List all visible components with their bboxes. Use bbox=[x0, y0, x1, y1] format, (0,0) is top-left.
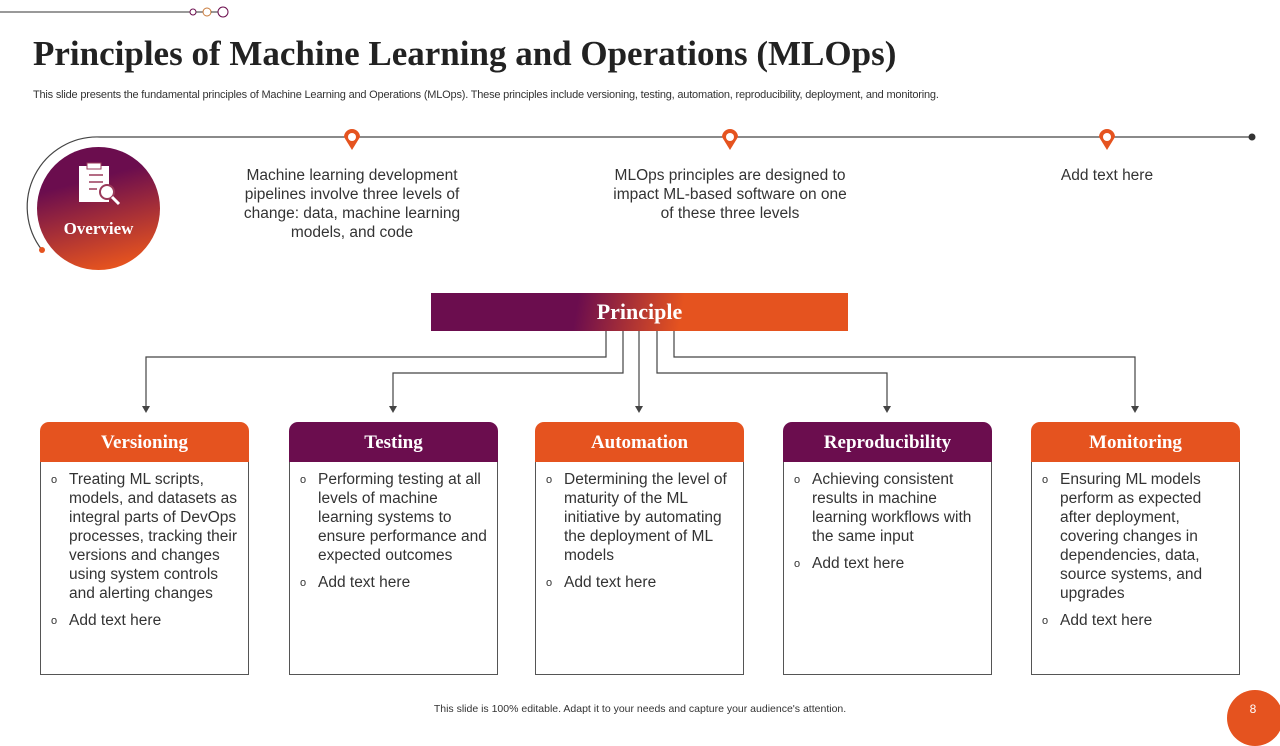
card-body: o Treating ML scripts, models, and datase… bbox=[40, 462, 249, 675]
page-subtitle: This slide presents the fundamental prin… bbox=[33, 89, 939, 101]
card-title: Versioning bbox=[40, 422, 249, 462]
principle-card-reproducibility: Reproducibility o Achieving consistent res… bbox=[783, 422, 992, 675]
item-text: Determining the level of maturity of the… bbox=[564, 471, 727, 564]
decorative-lines bbox=[0, 6, 1256, 413]
principle-card-monitoring: Monitoring o Ensuring ML models perform as… bbox=[1031, 422, 1240, 675]
bullet-icon: o bbox=[1042, 474, 1049, 486]
footer-note: This slide is 100% editable. Adapt it to… bbox=[433, 703, 847, 715]
list-item: o Ensuring ML models perform as expected … bbox=[1040, 470, 1229, 603]
bullet-icon: o bbox=[794, 558, 801, 570]
list-item: o Treating ML scripts, models, and datase… bbox=[49, 470, 238, 603]
card-title: Testing bbox=[289, 422, 498, 462]
item-text: Treating ML scripts, models, and dataset… bbox=[69, 471, 238, 602]
timeline-text-3: Add text here bbox=[1060, 167, 1154, 184]
card-body: o Ensuring ML models perform as expected … bbox=[1031, 462, 1240, 675]
principle-card-automation: Automation o Determining the level of matu… bbox=[535, 422, 744, 675]
card-title: Reproducibility bbox=[783, 422, 992, 462]
card-body: o Achieving consistent results in machine… bbox=[783, 462, 992, 675]
item-text: Add text here bbox=[1060, 612, 1153, 629]
list-item: o Add text here bbox=[544, 573, 733, 593]
item-text: Add text here bbox=[318, 574, 411, 591]
list-item: o Add text here bbox=[792, 554, 981, 574]
bullet-icon: o bbox=[794, 474, 801, 486]
timeline-text-1: Machine learning development pipelines i… bbox=[243, 167, 461, 241]
bullet-icon: o bbox=[300, 577, 307, 589]
list-item: o Achieving consistent results in machine… bbox=[792, 470, 981, 546]
principle-header: Principle bbox=[431, 293, 848, 331]
list-item: o Performing testing at all levels of mac… bbox=[298, 470, 487, 565]
bullet-icon: o bbox=[1042, 615, 1049, 627]
item-text: Ensuring ML models perform as expected a… bbox=[1060, 471, 1203, 602]
page-number: 8 bbox=[1227, 690, 1280, 746]
principle-card-versioning: Versioning o Treating ML scripts, models, … bbox=[40, 422, 249, 675]
card-body: o Performing testing at all levels of mac… bbox=[289, 462, 498, 675]
bullet-icon: o bbox=[300, 474, 307, 486]
overview-label: Overview bbox=[63, 219, 134, 238]
bullet-icon: o bbox=[546, 474, 553, 486]
list-item: o Add text here bbox=[49, 611, 238, 631]
card-title: Automation bbox=[535, 422, 744, 462]
item-text: Achieving consistent results in machine … bbox=[812, 471, 972, 545]
item-text: Add text here bbox=[69, 612, 162, 629]
card-body: o Determining the level of maturity of th… bbox=[535, 462, 744, 675]
principle-card-testing: Testing o Performing testing at all levels… bbox=[289, 422, 498, 675]
bullet-icon: o bbox=[51, 474, 58, 486]
bullet-icon: o bbox=[546, 577, 553, 589]
card-title: Monitoring bbox=[1031, 422, 1240, 462]
list-item: o Determining the level of maturity of th… bbox=[544, 470, 733, 565]
item-text: Add text here bbox=[812, 555, 905, 572]
page-title: Principles of Machine Learning and Opera… bbox=[33, 34, 897, 73]
item-text: Performing testing at all levels of mach… bbox=[318, 471, 487, 564]
bullet-icon: o bbox=[51, 615, 58, 627]
clipboard-search-icon bbox=[79, 162, 121, 206]
timeline-text-2: MLOps principles are designed to impact … bbox=[613, 167, 847, 222]
list-item: o Add text here bbox=[1040, 611, 1229, 631]
item-text: Add text here bbox=[564, 574, 657, 591]
list-item: o Add text here bbox=[298, 573, 487, 593]
overview-badge: Overview bbox=[37, 147, 160, 270]
